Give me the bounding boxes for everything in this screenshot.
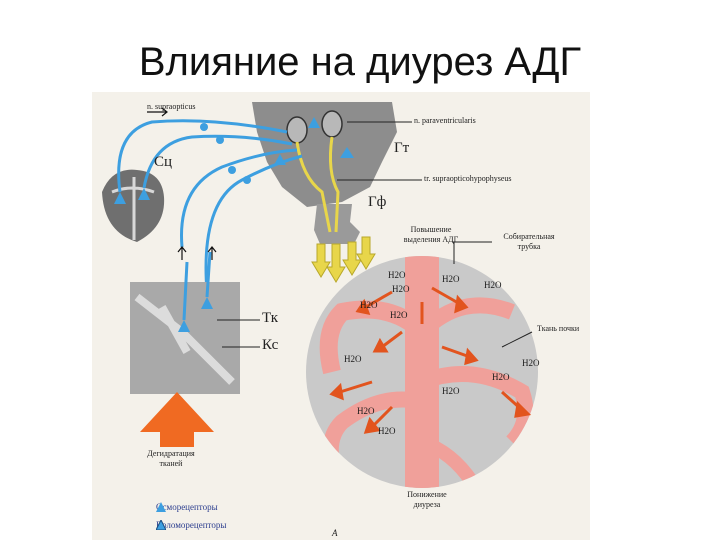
h2o-label: H2O xyxy=(357,406,375,416)
h2o-label: H2O xyxy=(360,300,378,310)
nucleus-paraventricularis xyxy=(321,110,343,138)
legend-volumo-label: Воломорецепторы xyxy=(156,520,227,530)
diagram-graphics xyxy=(102,102,538,488)
label-kidney: Ткань почки xyxy=(537,324,580,333)
heart-receptor xyxy=(114,192,126,204)
label-tk: Тк xyxy=(262,310,279,326)
tract-left xyxy=(295,141,332,233)
h2o-label: H2O xyxy=(522,358,540,368)
h2o-label: H2O xyxy=(390,310,408,320)
direction-arrow xyxy=(207,246,217,260)
legend-osmo-label: Осморецепторы xyxy=(156,502,218,512)
receptor-triangle xyxy=(340,147,354,158)
osmoreceptor-icon xyxy=(156,502,166,512)
h2o-label: H2O xyxy=(378,426,396,436)
h2o-label: H2O xyxy=(388,270,406,280)
pointer-line xyxy=(501,331,533,348)
receptor-triangle xyxy=(308,117,320,128)
tissue-receptor xyxy=(178,320,190,332)
label-gt: Гт xyxy=(394,140,410,156)
nerve-node xyxy=(216,136,224,144)
nerve-line xyxy=(180,148,298,248)
direction-arrow xyxy=(147,107,168,117)
label-paraventricularis: n. paraventricularis xyxy=(414,116,476,125)
label-dehydration: Дегидратация тканей xyxy=(147,449,195,468)
tract-right xyxy=(329,136,340,233)
nerve-line xyxy=(117,119,288,193)
heart-receptor xyxy=(138,188,150,200)
label-gf: Гф xyxy=(368,194,387,210)
adh-diagram: n. supraopticus n. paraventricularis Гт … xyxy=(92,92,590,540)
label-sc: Сц xyxy=(154,154,173,170)
h2o-label: H2O xyxy=(442,274,460,284)
dehydration-arrow xyxy=(140,392,214,447)
tissue-nerve xyxy=(182,251,212,321)
direction-arrow xyxy=(177,246,187,260)
legend-osmo: Осморецепторы xyxy=(156,502,218,512)
h2o-label: H2O xyxy=(344,354,362,364)
volumoreceptor-icon xyxy=(156,520,166,530)
h2o-label: H2O xyxy=(442,386,460,396)
nerve-node xyxy=(228,166,236,174)
h2o-label: H2O xyxy=(492,372,510,382)
label-supraopticus: n. supraopticus xyxy=(147,102,196,111)
water-arrows xyxy=(329,286,532,434)
label-increase: Повышение выделения АДГ xyxy=(403,225,459,244)
nerve-line xyxy=(142,134,293,189)
h2o-label: H2O xyxy=(392,284,410,294)
label-collecting: Собирательная трубка xyxy=(503,232,555,251)
nerve-node xyxy=(243,176,251,184)
tissue-receptor xyxy=(201,297,213,309)
heart-shape xyxy=(102,169,165,242)
slide-title: Влияние на диурез АДГ xyxy=(138,40,582,84)
legend-volumo: Воломорецепторы xyxy=(156,520,226,530)
nerve-node xyxy=(200,123,208,131)
nerve-line xyxy=(204,154,303,293)
label-letter: А xyxy=(332,528,338,538)
label-decrease: Понижение диуреза xyxy=(407,490,447,509)
nucleus-supraopticus xyxy=(286,116,308,144)
label-tract: tr. supraopticohypophyseus xyxy=(424,174,512,183)
adh-release-arrows xyxy=(311,236,376,283)
label-ks: Кс xyxy=(262,337,279,353)
h2o-label: H2O xyxy=(484,280,502,290)
